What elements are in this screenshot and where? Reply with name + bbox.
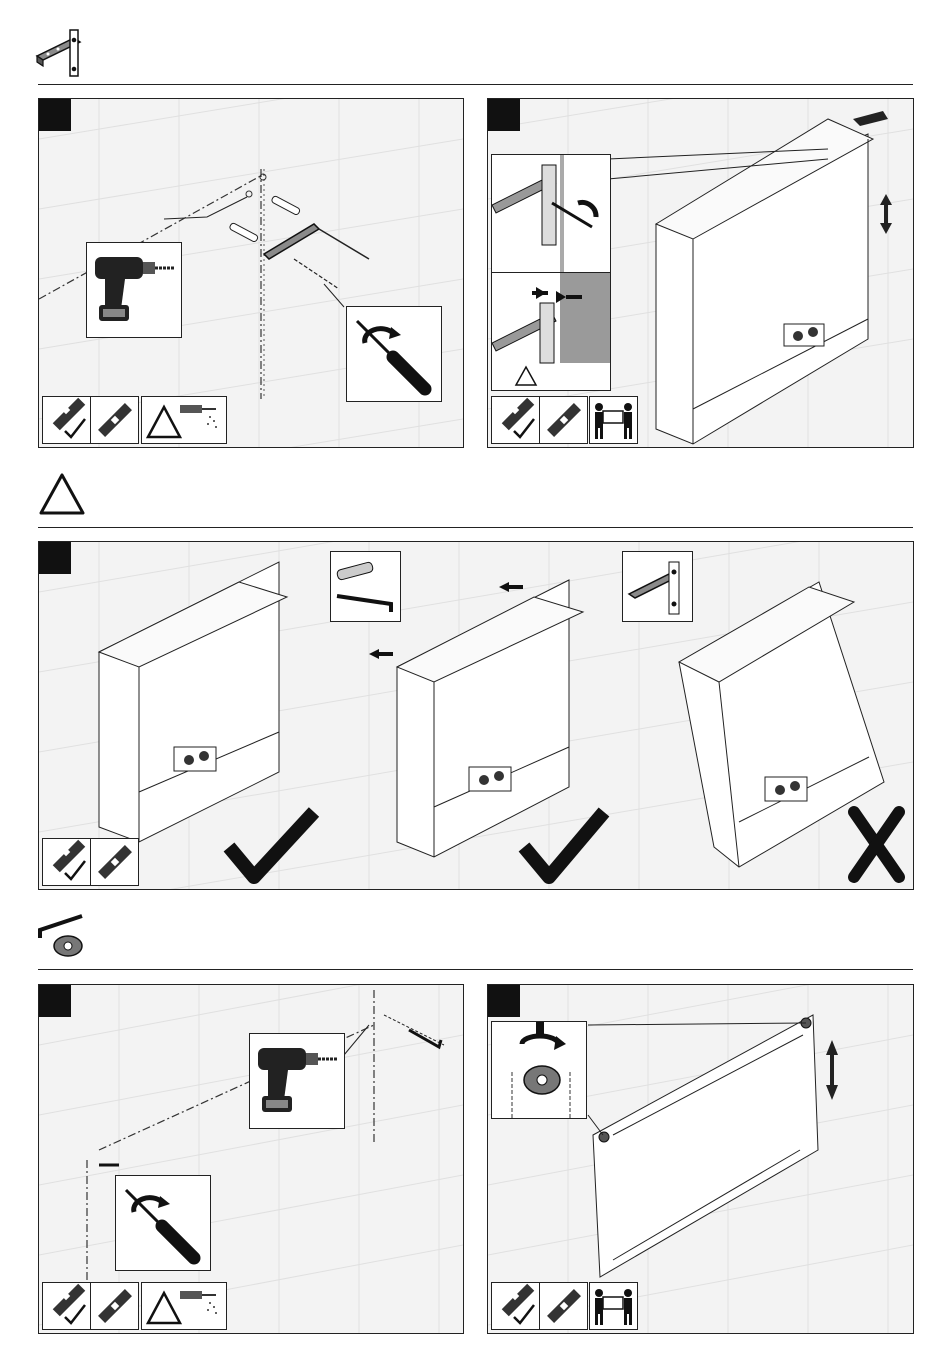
hex-key-and-bracket-icon [34,910,90,962]
warning-triangle-icon [38,472,86,516]
power-drill-icon [87,243,181,337]
drill-warning-icon [141,396,227,444]
spirit-level-icon [539,396,588,444]
step-number-marker [39,542,71,574]
section-divider [38,969,913,970]
step-number-marker [39,99,71,131]
step-hang-cabinet-on-rail [487,98,914,448]
hanging-rail-icon [34,26,84,80]
rail-engage-detail-inset [491,154,611,273]
power-drill-icon [250,1034,344,1128]
cross-mark-icon [854,812,899,877]
spirit-level-icon [90,1282,139,1330]
cabinet-level-ok [99,562,287,842]
drill-detail-inset [249,1033,345,1129]
step-number-marker [488,99,520,131]
rail-hook-detail-inset [491,272,611,391]
cabinet-outline [656,119,873,444]
two-person-lift-icon [589,1282,638,1330]
mirror-panel [593,1015,818,1277]
step-drill-mirror-holes [38,984,464,1334]
spirit-level-check-icon [491,1282,540,1330]
step-number-marker [39,985,71,1017]
wall-plug-detail-inset [330,551,401,622]
drill-detail-inset [86,242,182,338]
two-person-lift-icon [589,396,638,444]
wall-plug-icon [271,195,301,215]
step-drill-wall-mount-rail [38,98,464,448]
hanging-rail-detail-inset [622,551,693,622]
spirit-level-check-icon [42,838,91,886]
spirit-level-check-icon [491,396,540,444]
section-divider [38,527,913,528]
step-hang-mirror [487,984,914,1334]
spirit-level-icon [90,838,139,886]
spirit-level-icon [539,1282,588,1330]
cabinet-tilted [679,582,884,867]
step-level-check-results [38,541,914,890]
screwdriver-detail-inset [115,1175,211,1271]
cabinet-level-ok [397,580,583,857]
screwdriver-icon [116,1176,210,1270]
bracket-adjust-detail-inset [491,1021,587,1119]
screwdriver-icon [347,307,441,401]
screwdriver-detail-inset [346,306,442,402]
spirit-level-icon [90,396,139,444]
step-number-marker [488,985,520,1017]
drill-warning-icon [141,1282,227,1330]
spirit-level-check-icon [42,396,91,444]
spirit-level-check-icon [42,1282,91,1330]
section-divider [38,84,913,85]
